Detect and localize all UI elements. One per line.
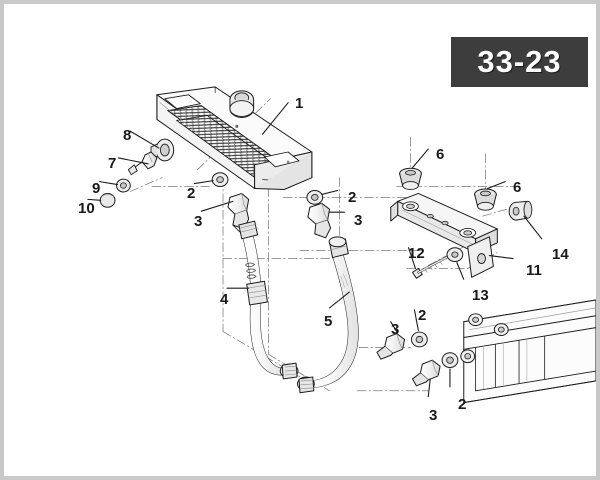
callout-6a: 6 (436, 146, 445, 163)
callout-3c: 3 (391, 321, 400, 338)
callout-13: 13 (472, 287, 489, 304)
callout-11: 11 (526, 262, 542, 279)
callout-12: 12 (408, 245, 425, 262)
rubber-grommet-right (474, 188, 497, 211)
oil-cooler (156, 86, 313, 190)
callout-2a: 2 (187, 185, 196, 202)
banjo-fitting-left (211, 172, 250, 233)
bolt-12 (411, 255, 450, 279)
callout-4: 4 (220, 291, 229, 308)
callout-10: 10 (78, 200, 95, 217)
cooler-mounting-bracket (390, 192, 498, 278)
parts-diagram-canvas (87, 86, 596, 404)
callout-9: 9 (92, 180, 101, 197)
rubber-grommet-left (399, 167, 422, 190)
callout-5: 5 (324, 313, 333, 330)
oil-hose-4 (238, 220, 299, 380)
callout-2c: 2 (418, 307, 427, 324)
engine-case (460, 299, 596, 404)
banjo-fitting-lower-a (376, 331, 428, 360)
callout-3a: 3 (194, 213, 203, 230)
oil-hose-5 (297, 236, 359, 394)
leader-lines (87, 102, 543, 398)
callout-3d: 3 (429, 407, 438, 424)
washer-13 (446, 247, 464, 263)
cooler-upper-port (229, 90, 255, 118)
callout-14: 14 (552, 246, 569, 263)
callout-2b: 2 (348, 189, 357, 206)
callout-1: 1 (295, 95, 304, 112)
callout-8: 8 (123, 127, 132, 144)
sensor-assembly (99, 138, 175, 208)
nut-14 (508, 200, 533, 221)
banjo-fitting-lower-b (411, 352, 459, 387)
page-number-text: 33-23 (477, 44, 562, 79)
callout-3b: 3 (354, 212, 363, 229)
callout-6b: 6 (513, 179, 522, 196)
banjo-fitting-right (306, 189, 332, 239)
callout-7: 7 (108, 155, 117, 172)
callout-2d: 2 (458, 396, 467, 413)
page-number-badge: 33-23 (451, 37, 588, 87)
